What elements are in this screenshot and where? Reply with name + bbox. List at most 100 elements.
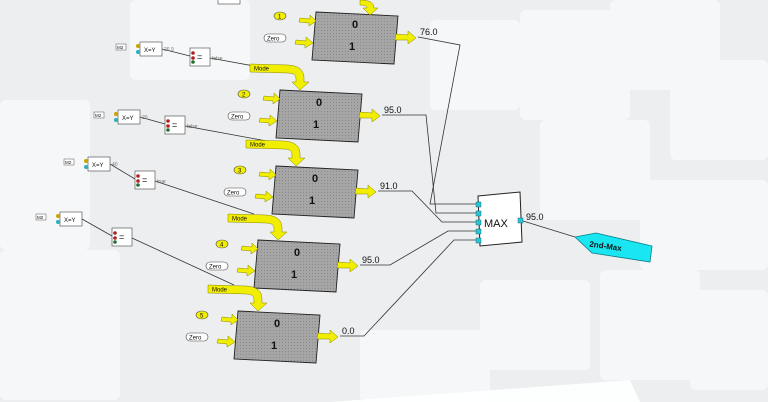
port-dot (191, 56, 195, 60)
selector-node[interactable] (215, 239, 229, 249)
position-label: M2 (117, 45, 124, 50)
mode-arrow-icon (359, 0, 379, 16)
top-stub-block (217, 0, 241, 5)
mux-body[interactable] (233, 310, 321, 364)
selector-number: 2 (242, 93, 246, 99)
zero-constant[interactable] (205, 261, 229, 271)
compare-block[interactable] (87, 156, 111, 172)
input-arrow-icon (262, 92, 281, 105)
wire (378, 190, 478, 223)
mux-input-0-label: 0 (274, 318, 280, 330)
zero-constant[interactable] (223, 187, 247, 197)
selector-node[interactable] (233, 165, 247, 175)
wire (340, 239, 478, 337)
port-dot (56, 220, 60, 224)
mux-input-0-label: 0 (294, 247, 300, 259)
mux-body[interactable] (253, 239, 341, 293)
equals-symbol: = (119, 232, 124, 242)
mode-label: Mode (212, 288, 228, 294)
equals-symbol: = (197, 52, 202, 62)
zero-label: Zero (209, 265, 222, 271)
port-dot (166, 119, 170, 123)
port-dot (56, 214, 60, 218)
max-output-value: 95.0 (526, 212, 544, 222)
equals-flag: true (157, 179, 166, 185)
selector-number: 1 (278, 15, 282, 21)
equals-symbol: = (172, 120, 177, 130)
port-dot (166, 124, 170, 128)
output-tag[interactable]: 2nd-Max (574, 232, 653, 263)
position-label: M2 (95, 113, 102, 118)
max-input-port (475, 201, 482, 208)
input-arrow-icon (298, 14, 317, 27)
port-dot (191, 60, 195, 64)
equals-block[interactable] (189, 47, 211, 67)
equals-block[interactable] (111, 227, 133, 247)
selector-node[interactable] (273, 11, 287, 21)
selector-number: 3 (238, 169, 242, 175)
output-tag-shape[interactable] (574, 232, 653, 263)
selector-number: 5 (200, 314, 204, 320)
mode-arrow-icon (245, 139, 306, 167)
mux-output-value: 0.0 (342, 326, 355, 336)
mux-input-1-label: 1 (291, 269, 297, 281)
mux-output-value: 91.0 (380, 181, 398, 191)
mux-output-value: 76.0 (420, 27, 438, 37)
equals-block[interactable] (134, 170, 156, 190)
selector-node[interactable] (237, 89, 251, 99)
compare-value: 20 (142, 115, 148, 121)
output-arrow-icon (358, 108, 381, 123)
wire (154, 180, 255, 215)
wire (360, 230, 478, 266)
selector-node[interactable] (195, 310, 209, 320)
port-dot (113, 240, 117, 244)
mux-input-1-label: 1 (309, 195, 315, 207)
zero-constant[interactable] (185, 332, 209, 342)
wire (417, 36, 478, 205)
equals-symbol: = (142, 175, 147, 185)
mode-label: Mode (254, 67, 270, 73)
compare-block[interactable] (59, 211, 83, 227)
compare-symbol: X=Y (92, 163, 104, 169)
position-tag (93, 111, 105, 119)
max-output-port (517, 217, 524, 224)
input-arrow-icon (294, 36, 314, 49)
output-arrow-icon (336, 258, 359, 273)
port-dot (191, 51, 195, 55)
port-dot (136, 44, 140, 48)
zero-constant[interactable] (227, 111, 251, 121)
equals-block[interactable] (164, 115, 186, 135)
port-dot (114, 112, 118, 116)
wire (161, 48, 191, 57)
compare-group-5[interactable]: M2X=Y= (35, 211, 133, 247)
port-dot (136, 174, 140, 178)
port-dot (84, 159, 88, 163)
wire (109, 163, 136, 180)
compare-block[interactable] (117, 109, 141, 125)
mux-input-1-label: 1 (349, 41, 355, 53)
mux-output-value: 95.0 (362, 255, 380, 265)
port-dot (136, 50, 140, 54)
wire (382, 114, 478, 214)
compare-block[interactable] (139, 41, 163, 57)
zero-constant[interactable] (263, 33, 287, 43)
mux-body[interactable] (275, 89, 363, 143)
position-tag (35, 213, 47, 221)
zero-label: Zero (227, 191, 240, 197)
wire (184, 125, 273, 143)
compare-symbol: X=Y (144, 48, 156, 54)
mux-body[interactable] (271, 165, 359, 219)
position-label: M2 (65, 160, 72, 165)
equals-flag: false (187, 124, 198, 130)
max-input-port (475, 228, 482, 235)
output-arrow-icon (354, 184, 377, 199)
